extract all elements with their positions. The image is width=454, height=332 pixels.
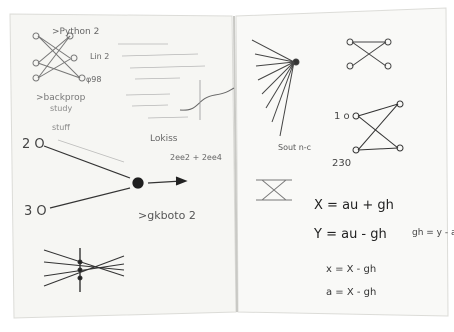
right-top-network-sketch [346,38,392,70]
left-pencil-scribbles [118,43,206,119]
left-mid-note-2: study [50,104,72,113]
left-top-note: >Python 2 [52,27,99,37]
left-node-label-3: 3 O [24,204,47,219]
left-note-2: 2ee2 + 2ee4 [170,153,222,162]
right-top-fan-sketch [251,39,300,137]
right-equation-3: x = X - gh [326,264,376,275]
left-lower-label: >gkboto 2 [138,209,196,222]
right-equation-4: a = X - gh [326,287,376,298]
right-equation-5: gh = y - au [412,228,454,238]
left-bottom-network-sketch [43,248,125,292]
page-binding [233,15,238,313]
right-num-3: 230 [332,158,351,169]
sigmoid-sketch [179,87,235,111]
right-equation-2: Y = au - gh [313,227,387,242]
left-box-note: Lokiss [150,134,178,144]
left-page [9,13,237,319]
left-node-label-1: 2 O [22,137,45,152]
left-top-note-2: Lin 2 [90,52,109,61]
right-mid-network-sketch [352,100,404,154]
right-page [235,7,449,317]
left-top-network-sketch [32,32,86,82]
left-top-note-3: φ98 [86,75,101,84]
left-mid-note: >backprop [36,93,86,103]
right-small-x-sketch [256,179,292,201]
right-equation-1: X = au + gh [314,198,394,213]
right-title-note: Sout n-c [278,143,311,152]
right-num-1: 1 ο [334,111,350,122]
left-forward-diagram: 2 O 3 O [22,137,188,219]
left-mid-note-3: stuff [52,123,70,132]
